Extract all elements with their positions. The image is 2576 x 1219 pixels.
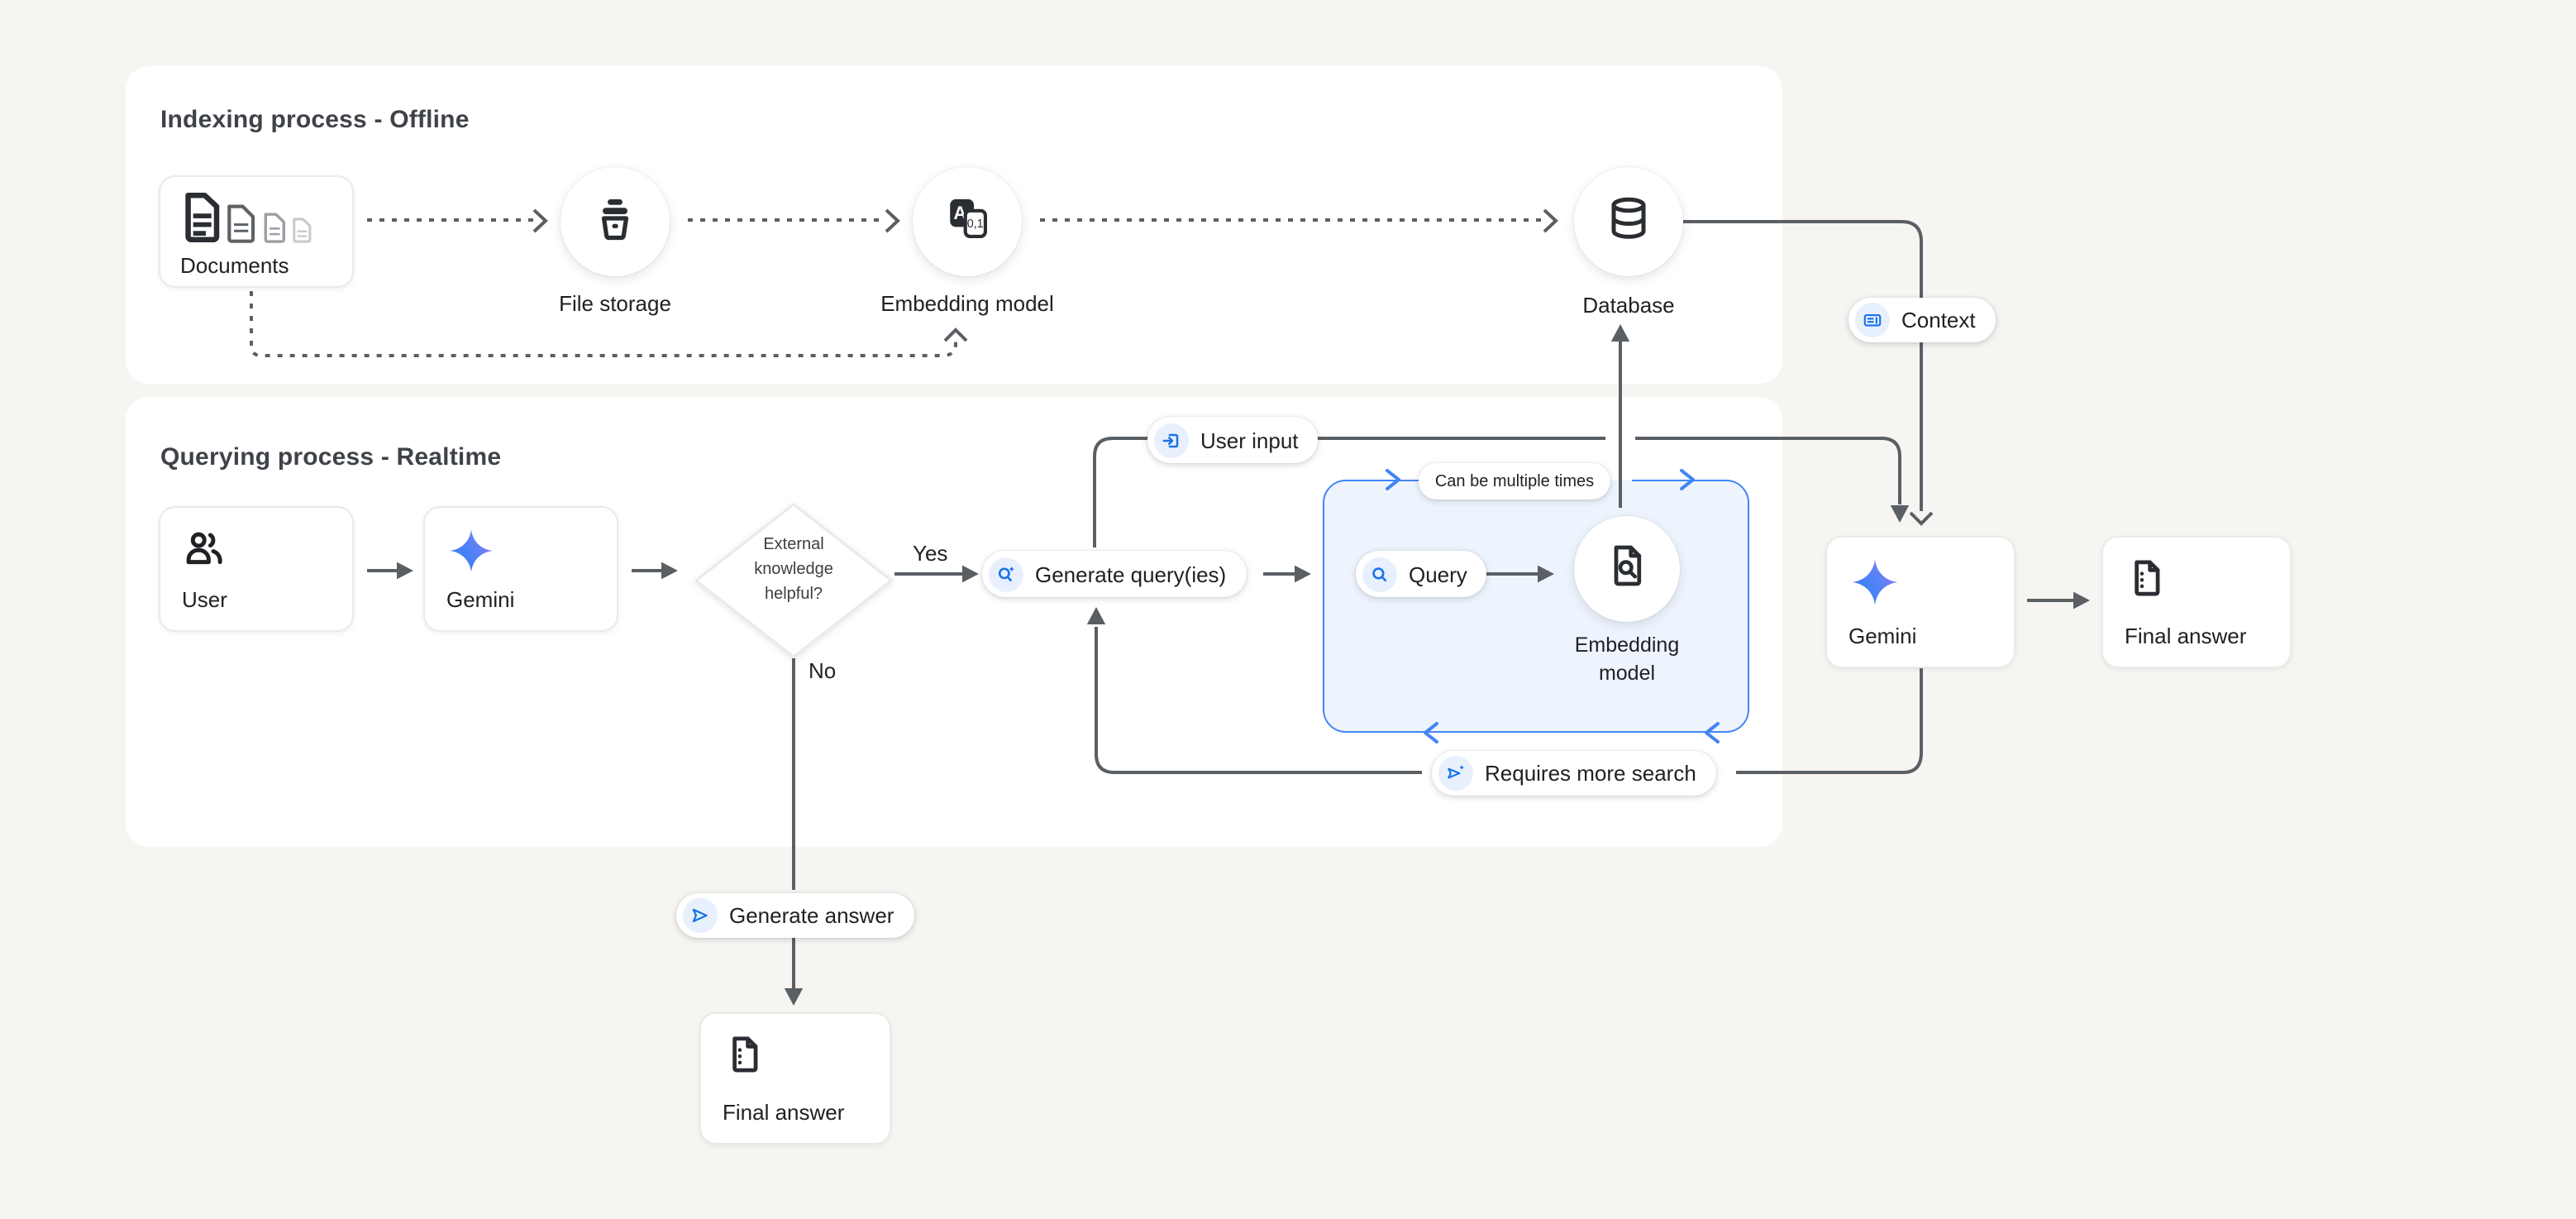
node-file-storage-label: File storage — [559, 291, 671, 316]
node-final-answer-bottom: Final answer — [699, 1012, 891, 1145]
node-embedding-model-offline-label: Embedding model — [880, 291, 1054, 316]
context-icon — [1855, 303, 1890, 337]
database-icon — [1604, 193, 1653, 251]
arrowhead-context-chevron — [1911, 513, 1932, 523]
arrowhead-user-gemini — [397, 562, 413, 580]
edge-label-generate-answer-text: Generate answer — [729, 903, 894, 928]
embedding-realtime-line-1: Embedding — [1575, 632, 1680, 660]
step-generate-queries-label: Generate query(ies) — [1035, 562, 1226, 586]
node-documents-label: Documents — [180, 253, 332, 278]
gemini-star-icon — [446, 526, 595, 584]
send-spark-icon — [1438, 756, 1473, 791]
node-final-answer-right-label: Final answer — [2125, 624, 2268, 648]
search-icon — [1362, 557, 1397, 591]
edge-loopback-to-genq — [1096, 627, 1422, 772]
node-gemini: Gemini — [423, 506, 618, 632]
arrowhead-userinput-down — [1891, 505, 1909, 523]
arrowhead-database-up — [1611, 324, 1629, 342]
step-query: Query — [1356, 551, 1487, 597]
storage-bucket-icon — [590, 193, 640, 251]
decision-line-1: External — [711, 533, 876, 557]
edge-label-requires-more-search: Requires more search — [1432, 751, 1716, 796]
decision-diamond-text: External knowledge helpful? — [711, 533, 876, 607]
node-database — [1574, 167, 1683, 276]
edge-userinput-right — [1635, 438, 1900, 504]
document-search-icon — [1602, 540, 1652, 598]
decision-line-2: knowledge — [711, 557, 876, 582]
embedding-realtime-line-2: model — [1575, 660, 1680, 688]
arrowhead-final-right — [2073, 592, 2090, 610]
arrowhead-loop-up — [945, 330, 966, 341]
arrowhead-embedding — [886, 210, 898, 232]
node-database-label: Database — [1582, 293, 1674, 318]
loopbox-chevron-bottom-right — [1706, 724, 1718, 742]
node-final-answer-bottom-label: Final answer — [723, 1100, 868, 1125]
send-icon — [683, 898, 718, 933]
node-gemini-final-label: Gemini — [1849, 624, 1992, 648]
users-icon — [182, 526, 331, 579]
loopbox-chevron-top-right — [1682, 471, 1693, 489]
arrowhead-no-down — [785, 988, 803, 1006]
edge-database-to-context-gemini — [1682, 222, 1921, 511]
final-answer-document-icon — [2125, 556, 2268, 609]
search-spark-icon — [989, 557, 1023, 591]
arrowhead-query-embedding — [1538, 566, 1554, 583]
arrowhead-yes — [962, 566, 979, 583]
edge-label-user-input-text: User input — [1200, 428, 1299, 452]
embedding-icon-digits: 0,1 — [967, 217, 984, 230]
edge-label-generate-answer: Generate answer — [676, 893, 914, 938]
node-gemini-label: Gemini — [446, 587, 595, 612]
edge-label-user-input: User input — [1147, 417, 1319, 463]
loopbox-note-label: Can be multiple times — [1435, 472, 1594, 490]
loopbox-chevron-top-left — [1387, 471, 1399, 489]
node-gemini-final: Gemini — [1825, 536, 2015, 668]
node-embedding-model-realtime — [1574, 516, 1680, 622]
step-generate-queries: Generate query(ies) — [982, 551, 1246, 597]
step-query-label: Query — [1409, 562, 1467, 586]
gemini-star-icon — [1849, 556, 1992, 617]
decision-line-3: helpful? — [711, 582, 876, 607]
arrowhead-loopback-up — [1087, 607, 1105, 624]
edge-label-requires-more-search-text: Requires more search — [1485, 761, 1696, 786]
edge-label-yes: Yes — [913, 541, 947, 566]
arrowhead-filestorage — [534, 210, 546, 232]
edge-label-context: Context — [1849, 298, 1996, 342]
edge-geminifinal-to-loopback — [1736, 668, 1921, 772]
node-embedding-model-realtime-label: Embedding model — [1575, 632, 1680, 688]
arrowhead-database — [1544, 210, 1556, 232]
loopbox-chevron-bottom-left — [1425, 724, 1437, 742]
loopbox-note: Can be multiple times — [1419, 463, 1610, 500]
node-final-answer-right: Final answer — [2101, 536, 2292, 668]
final-answer-document-icon — [723, 1032, 868, 1085]
user-input-icon — [1154, 423, 1189, 457]
node-embedding-model-offline: A 0,1 — [913, 167, 1022, 276]
arrowhead-gemini-decision — [661, 562, 678, 580]
edge-label-no: No — [809, 658, 836, 683]
embedding-model-icon: A 0,1 — [942, 193, 992, 251]
documents-icon — [180, 190, 332, 253]
edge-label-context-text: Context — [1901, 308, 1976, 332]
node-user-label: User — [182, 587, 331, 612]
arrowhead-loopbox — [1295, 566, 1311, 583]
node-user: User — [159, 506, 354, 632]
node-file-storage — [561, 167, 670, 276]
node-documents: Documents — [159, 175, 354, 288]
